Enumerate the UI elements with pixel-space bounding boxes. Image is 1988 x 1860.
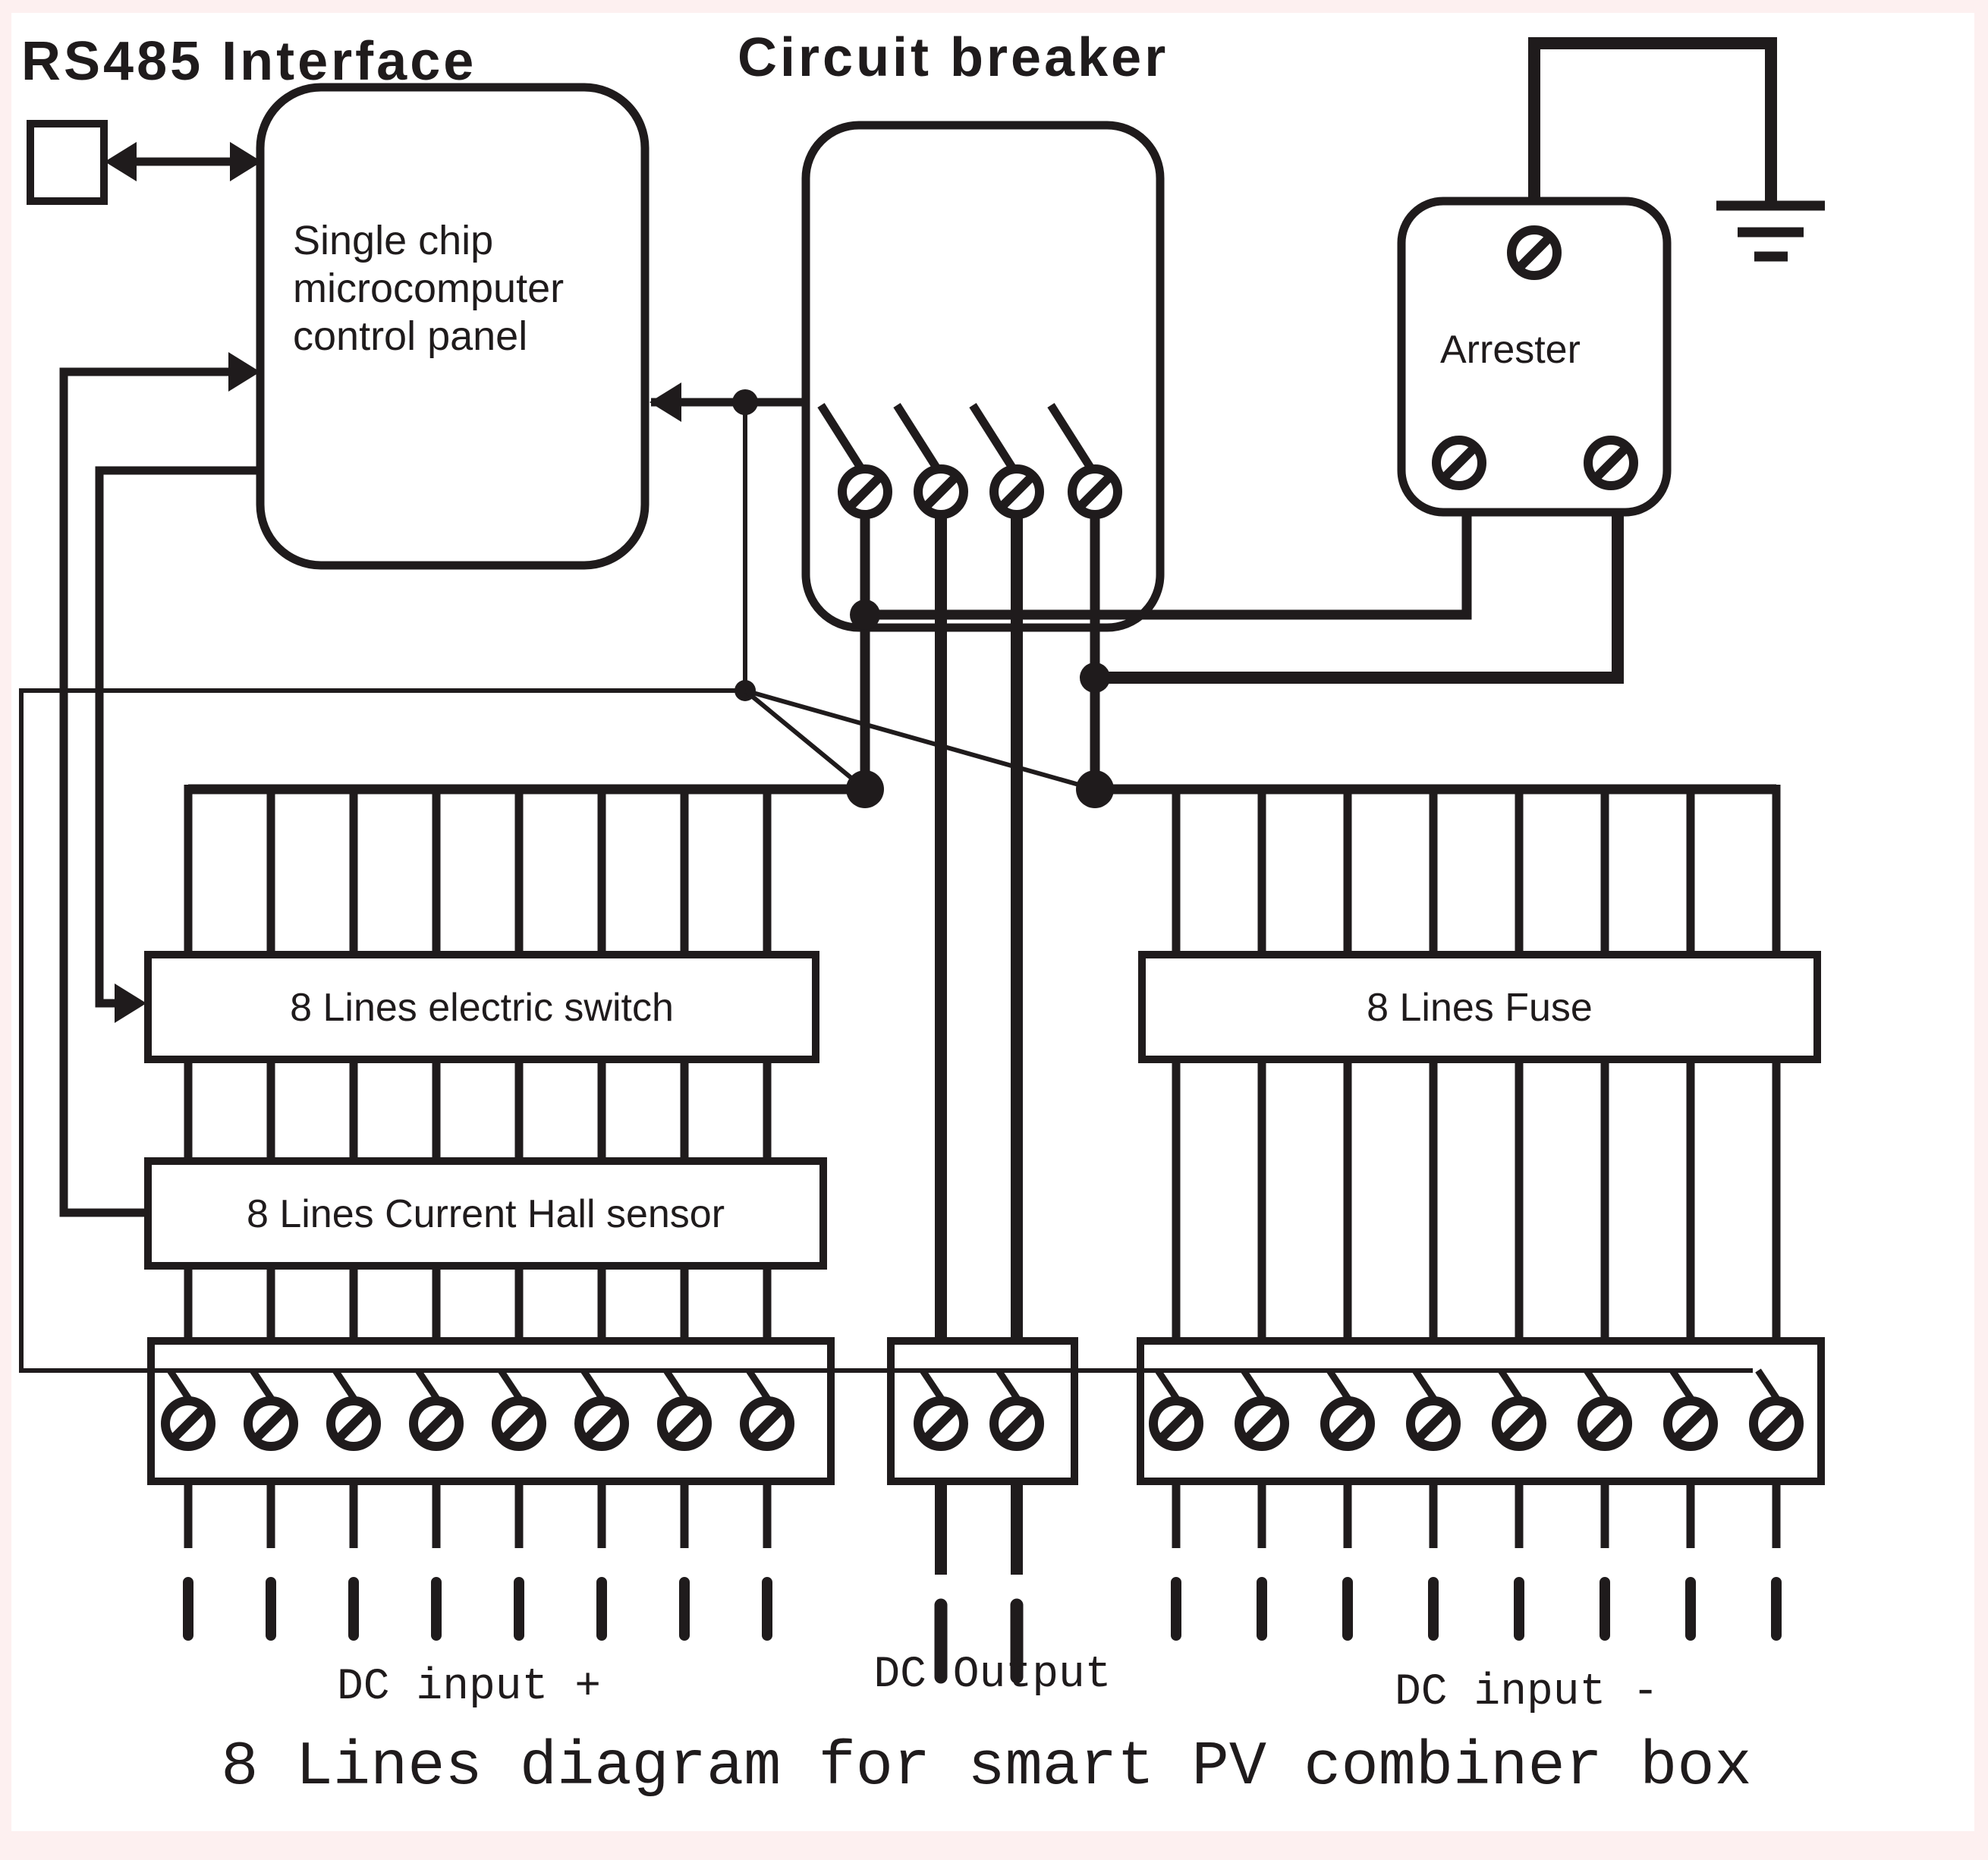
panel-label-line3: control panel xyxy=(293,313,527,359)
dc-input-minus-label: DC input - xyxy=(1395,1668,1659,1717)
panel-to-switch-wire xyxy=(95,466,260,1023)
arrester-feed-wires xyxy=(865,512,1624,684)
breaker-lever-1 xyxy=(817,403,864,470)
circuit-breaker xyxy=(801,121,1165,632)
rs485-title: RS485 Interface xyxy=(21,31,477,92)
dc-output-wires xyxy=(934,1481,1024,1684)
breaker-screw-terminal-icon xyxy=(994,469,1040,515)
dc-input-minus-wires xyxy=(1171,785,1782,1641)
dc-input-plus-label: DC input + xyxy=(337,1663,601,1712)
breaker-lever-3 xyxy=(969,403,1016,470)
junction-dot xyxy=(846,770,884,808)
breaker-lever-4 xyxy=(1047,403,1094,470)
circuit-breaker-title: Circuit breaker xyxy=(738,27,1169,88)
fuse-label: 8 Lines Fuse xyxy=(1367,986,1593,1030)
breaker-screw-terminal-icon xyxy=(1072,469,1118,515)
arrester: Arrester xyxy=(1397,197,1672,517)
diagram-caption: 8 Lines diagram for smart PV combiner bo… xyxy=(221,1732,1752,1802)
panel-label-line1: Single chip xyxy=(293,218,493,263)
arrester-screw-terminal-icon xyxy=(1436,440,1482,486)
breaker-screw-terminal-icon xyxy=(842,469,888,515)
arrester-label: Arrester xyxy=(1440,328,1581,372)
dc-input-minus-terminal-strip xyxy=(1137,1337,1825,1485)
hall-sensor-label: 8 Lines Current Hall sensor xyxy=(247,1192,725,1236)
panel-label-line2: microcomputer xyxy=(293,266,564,311)
hall-sensor-to-panel-wire xyxy=(59,352,260,1217)
dc-output-terminal-strip xyxy=(887,1337,1078,1485)
breaker-lever-2 xyxy=(893,403,940,470)
electric-switch-label: 8 Lines electric switch xyxy=(290,986,674,1030)
dc-plus-bus xyxy=(188,770,884,808)
ground-symbol-icon xyxy=(1716,200,1825,262)
breaker-screw-terminal-icon xyxy=(918,469,964,515)
junction-dot xyxy=(1076,770,1114,808)
breaker-output-wires xyxy=(850,518,1110,1341)
dc-input-plus-wires xyxy=(183,785,772,1641)
hall-sensor-box: 8 Lines Current Hall sensor xyxy=(144,1157,827,1270)
arrester-screw-terminal-icon xyxy=(1588,440,1634,486)
ground-circuit xyxy=(1528,37,1825,262)
microcomputer-panel: Single chip microcomputer control panel xyxy=(256,83,650,570)
arrester-screw-terminal-icon xyxy=(1511,230,1557,275)
dc-output-label: DC Output xyxy=(873,1651,1111,1700)
rs485-connector xyxy=(27,120,262,205)
electric-switch-box: 8 Lines electric switch xyxy=(144,951,819,1063)
dc-input-plus-terminal-strip xyxy=(147,1337,835,1485)
fuse-box: 8 Lines Fuse xyxy=(1138,951,1821,1063)
